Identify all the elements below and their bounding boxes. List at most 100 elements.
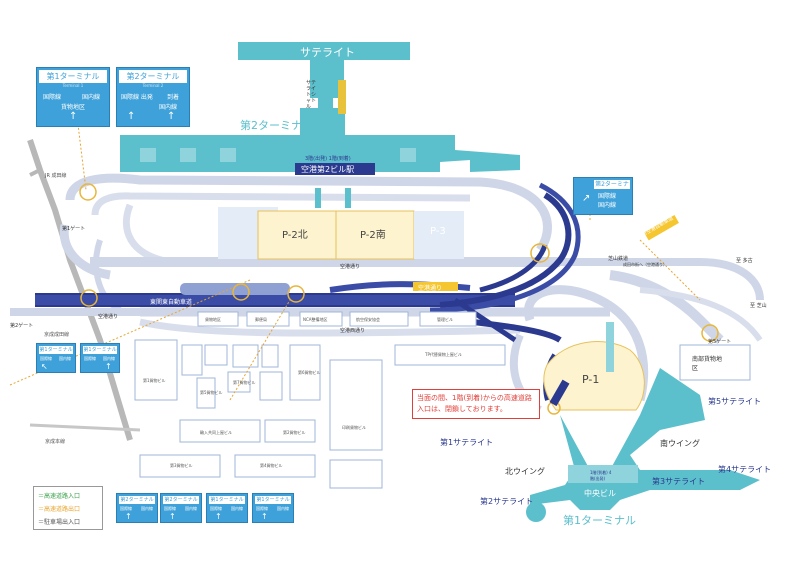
direction-sign-1: 第1ターミナル Terminal 1 国際線 国内線 貨物地区 ↑: [36, 67, 110, 127]
legend-exit: ＝高速道路出口: [38, 506, 81, 513]
sign-9-line1: 国際線: [256, 506, 268, 511]
shuttle-label: サテライトシャトル: [306, 80, 317, 110]
terminal1-floor-labels: 1階(到着) 4階(出発): [590, 470, 612, 481]
keisei-main-line-label: 京成本線: [45, 439, 66, 445]
terminal2-building: [120, 42, 520, 208]
to-narita-city-label: 成田市街へ（空港通り）: [623, 262, 667, 267]
legend-parking-entrance: ＝駐車場出入口: [38, 519, 81, 526]
sign-2-sub: Terminal 2: [142, 83, 164, 88]
sign-1-line3: 貨物地区: [61, 104, 86, 111]
legend: ＝高速道路入口 ＝高速道路出口 ＝駐車場出入口: [33, 486, 103, 530]
cargo-building-3: 第3貨物ビル: [170, 463, 193, 468]
sign-9-line2: 国内線: [277, 506, 289, 511]
p2-north-label: P-2北: [282, 230, 308, 241]
to-tako-label: 至 多古: [736, 258, 753, 264]
arrow-icon: ↑: [105, 362, 112, 371]
parking-lots: [218, 207, 645, 411]
sign-1-sub: Terminal 1: [62, 83, 84, 88]
airport-road-top-label: 空港通り: [340, 264, 361, 270]
cargo-building-2: 第2貨物ビル: [283, 430, 306, 435]
legend-entrance: ＝高速道路入口: [38, 493, 81, 500]
cargo-building-6: 第6貨物ビル: [298, 370, 321, 375]
arrow-icon: ↑: [169, 512, 176, 521]
railway-lines: [27, 139, 141, 441]
direction-sign-9: 第1ターミナル 国際線 国内線 ↑: [252, 493, 294, 523]
sign-1-line2: 国内線: [82, 94, 101, 101]
sign-2-title: 第2ターミナル: [119, 70, 187, 83]
satellite5-label: 第5サテライト: [708, 397, 762, 406]
keisei-narita-line-label: 京成成田線: [44, 332, 70, 338]
sign-7-line2: 国内線: [185, 506, 197, 511]
sign-5-line2: 国内線: [103, 356, 115, 361]
arrow-icon: ↑: [261, 512, 268, 521]
arrow-icon: ↑: [125, 512, 132, 521]
satellite4-label: 第4サテライト: [718, 465, 772, 474]
south-cargo-label: 南部貨物地区: [692, 356, 723, 372]
cargo-building-9: 印刷貨物ビル: [342, 425, 366, 430]
up-arrow-icon: ↑: [167, 111, 176, 122]
cargo-building-14: 郵便局: [255, 317, 267, 322]
gate5-label: 第5ゲート: [708, 339, 732, 345]
direction-sign-3: 第2ターミナル 国際線 国内線 ↗: [573, 177, 633, 215]
sign-2-line2: 到着: [167, 94, 180, 101]
cargo-building-5: 第5貨物ビル: [200, 390, 223, 395]
terminal1-building: [526, 322, 760, 522]
station-label: 空港第2ビル駅: [301, 165, 355, 174]
cargo-building-15: 貨物地区: [205, 317, 221, 322]
yellow-tags: [413, 215, 679, 407]
direction-sign-2: 第2ターミナル Terminal 2 国際線 出発 到着 国内線 ↑ ↑: [116, 67, 190, 127]
sign-3-line1: 国際線: [598, 193, 617, 200]
kuko-road-tag: 空港通り: [418, 285, 443, 292]
terminal1-label: 第1ターミナル: [563, 514, 636, 527]
cargo-building-13: 航空保安協会: [356, 317, 380, 322]
central-building-label: 中央ビル: [584, 489, 616, 498]
sign-6-line1: 国際線: [120, 506, 132, 511]
sign-3-title: 第2ターミナル: [594, 180, 630, 197]
direction-sign-8: 第1ターミナル 国際線 国内線 ↑: [206, 493, 248, 523]
sign-5-title: 第1ターミナル: [83, 346, 117, 354]
higashi-kuko-label: 東関東自動車道: [150, 299, 193, 306]
sign-3-line2: 国内線: [598, 202, 617, 209]
gate2-label: 第2ゲート: [10, 323, 34, 329]
cargo-building-4: 第4貨物ビル: [260, 463, 283, 468]
satellite1-label: 第1サテライト: [440, 438, 494, 447]
cargo-building-1: 第1貨物ビル: [143, 378, 166, 383]
sign-8-line1: 国際線: [210, 506, 222, 511]
cargo-building-7: 輸入共同上屋ビル: [200, 430, 232, 435]
direction-sign-5: 第1ターミナル 国際線 国内線 ↑: [80, 343, 120, 373]
arrow-icon: ↗: [582, 193, 591, 204]
direction-sign-4: 第1ターミナル 国際線 国内線 ↖: [36, 343, 76, 373]
p3-label: P-3: [430, 226, 446, 237]
gate1-label: 第1ゲート: [62, 226, 86, 232]
cargo-building-8: 第7貨物ビル: [233, 380, 256, 385]
sign-4-title: 第1ターミナル: [39, 346, 73, 354]
sign-2-line1: 国際線 出発: [121, 94, 153, 101]
shibayama-line-label: 芝山鉄道: [608, 256, 629, 262]
satellite2-label: 第2サテライト: [480, 497, 534, 506]
satellite3-label: 第3サテライト: [652, 477, 706, 486]
sign-7-line1: 国際線: [164, 506, 176, 511]
sign-8-title: 第1ターミナル: [209, 496, 245, 504]
airport-road-left-label: 空港通り: [98, 314, 119, 320]
sign-2-line3: 国内線: [159, 104, 178, 111]
sign-6-line2: 国内線: [141, 506, 153, 511]
direction-sign-7: 第2ターミナル 国際線 国内線 ↑: [160, 493, 202, 523]
arrow-icon: ↑: [215, 512, 222, 521]
south-wing-label: 南ウイング: [660, 439, 700, 448]
cargo-building-12: NCA整備地区: [303, 317, 328, 322]
sign-5-line1: 国際線: [84, 356, 96, 361]
to-shibayama-label: 至 芝山: [750, 303, 767, 309]
terminal2-floor-labels: 3階(出発) 1階(到着): [305, 156, 351, 162]
north-wing-label: 北ウイング: [505, 467, 545, 476]
sign-8-line2: 国内線: [231, 506, 243, 511]
cargo-building-10: TP代替貨物上屋ビル: [425, 352, 462, 357]
sign-6-title: 第2ターミナル: [119, 496, 155, 504]
sign-7-title: 第2ターミナル: [163, 496, 199, 504]
up-arrow-icon: ↑: [69, 111, 78, 122]
terminal2-label: 第2ターミナル: [240, 119, 313, 132]
cargo-blocks: [134, 311, 751, 489]
gate-circles: [79, 183, 719, 415]
sign-4-line2: 国内線: [59, 356, 71, 361]
arrow-icon: ↖: [41, 362, 48, 371]
